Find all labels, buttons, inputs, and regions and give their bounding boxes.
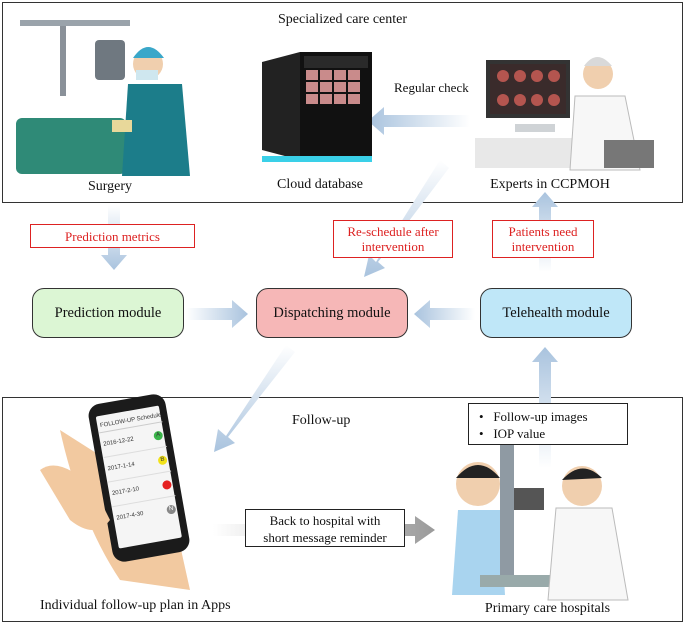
phone-row-badge (161, 479, 173, 490)
arrow-prediction-to-dispatching (186, 300, 248, 328)
patients-need-intervention-label: Patients need intervention (492, 220, 594, 258)
app-plan-label: Individual follow-up plan in Apps (40, 598, 231, 613)
prediction-module-label: Prediction module (54, 304, 162, 321)
phone-row-date: 2016-12-22 (102, 436, 135, 448)
surgery-label: Surgery (87, 179, 133, 194)
experts-illustration (475, 57, 654, 171)
phone-row-badge: N (165, 503, 177, 515)
prediction-metrics-label: Prediction metrics (30, 224, 195, 248)
reschedule-line1: Re-schedule after (347, 224, 439, 239)
primary-care-label: Primary care hospitals (484, 601, 611, 616)
dispatching-module: Dispatching module (256, 288, 408, 338)
back-msg-line1: Back to hospital with (269, 513, 381, 528)
phone-illustration (40, 394, 190, 590)
primary-care-illustration (452, 440, 629, 601)
regular-check-label: Regular check (394, 80, 469, 95)
follow-up-images-text: Follow-up images (493, 409, 588, 424)
surgery-illustration (16, 20, 190, 176)
dispatching-module-label: Dispatching module (273, 304, 391, 321)
back-msg-line2: short message reminder (263, 530, 387, 545)
experts-label: Experts in CCPMOH (490, 177, 610, 192)
follow-up-info-box: • Follow-up images • IOP value (468, 403, 628, 445)
patients-line2: intervention (511, 239, 575, 254)
prediction-module: Prediction module (32, 288, 184, 338)
phone-row-badge: A (152, 429, 164, 441)
iop-value-text: IOP value (493, 426, 546, 441)
phone-row-badge: B (157, 454, 168, 466)
iop-value-item: • IOP value (479, 426, 546, 441)
back-to-hospital-box: Back to hospital with short message remi… (245, 509, 405, 547)
phone-row-date: 2017-2-10 (111, 486, 140, 498)
follow-up-title: Follow-up (292, 413, 351, 428)
arrow-regular-check (368, 107, 470, 135)
phone-row-date: 2017-1-14 (107, 461, 136, 473)
follow-up-images-item: • Follow-up images (479, 409, 588, 424)
phone-row-date: 2017-4-30 (116, 510, 144, 522)
prediction-metrics-text: Prediction metrics (65, 228, 160, 244)
patients-line1: Patients need (508, 224, 578, 239)
telehealth-module: Telehealth module (480, 288, 632, 338)
arrow-telehealth-to-dispatching (414, 300, 475, 328)
telehealth-module-label: Telehealth module (502, 304, 610, 321)
reschedule-line2: intervention (361, 239, 425, 254)
reschedule-label: Re-schedule after intervention (333, 220, 453, 258)
cloud-database-illustration (262, 52, 372, 162)
cloud-database-label: Cloud database (277, 177, 363, 192)
specialized-care-title: Specialized care center (277, 12, 408, 27)
arrow-dispatching-to-app (214, 345, 295, 452)
